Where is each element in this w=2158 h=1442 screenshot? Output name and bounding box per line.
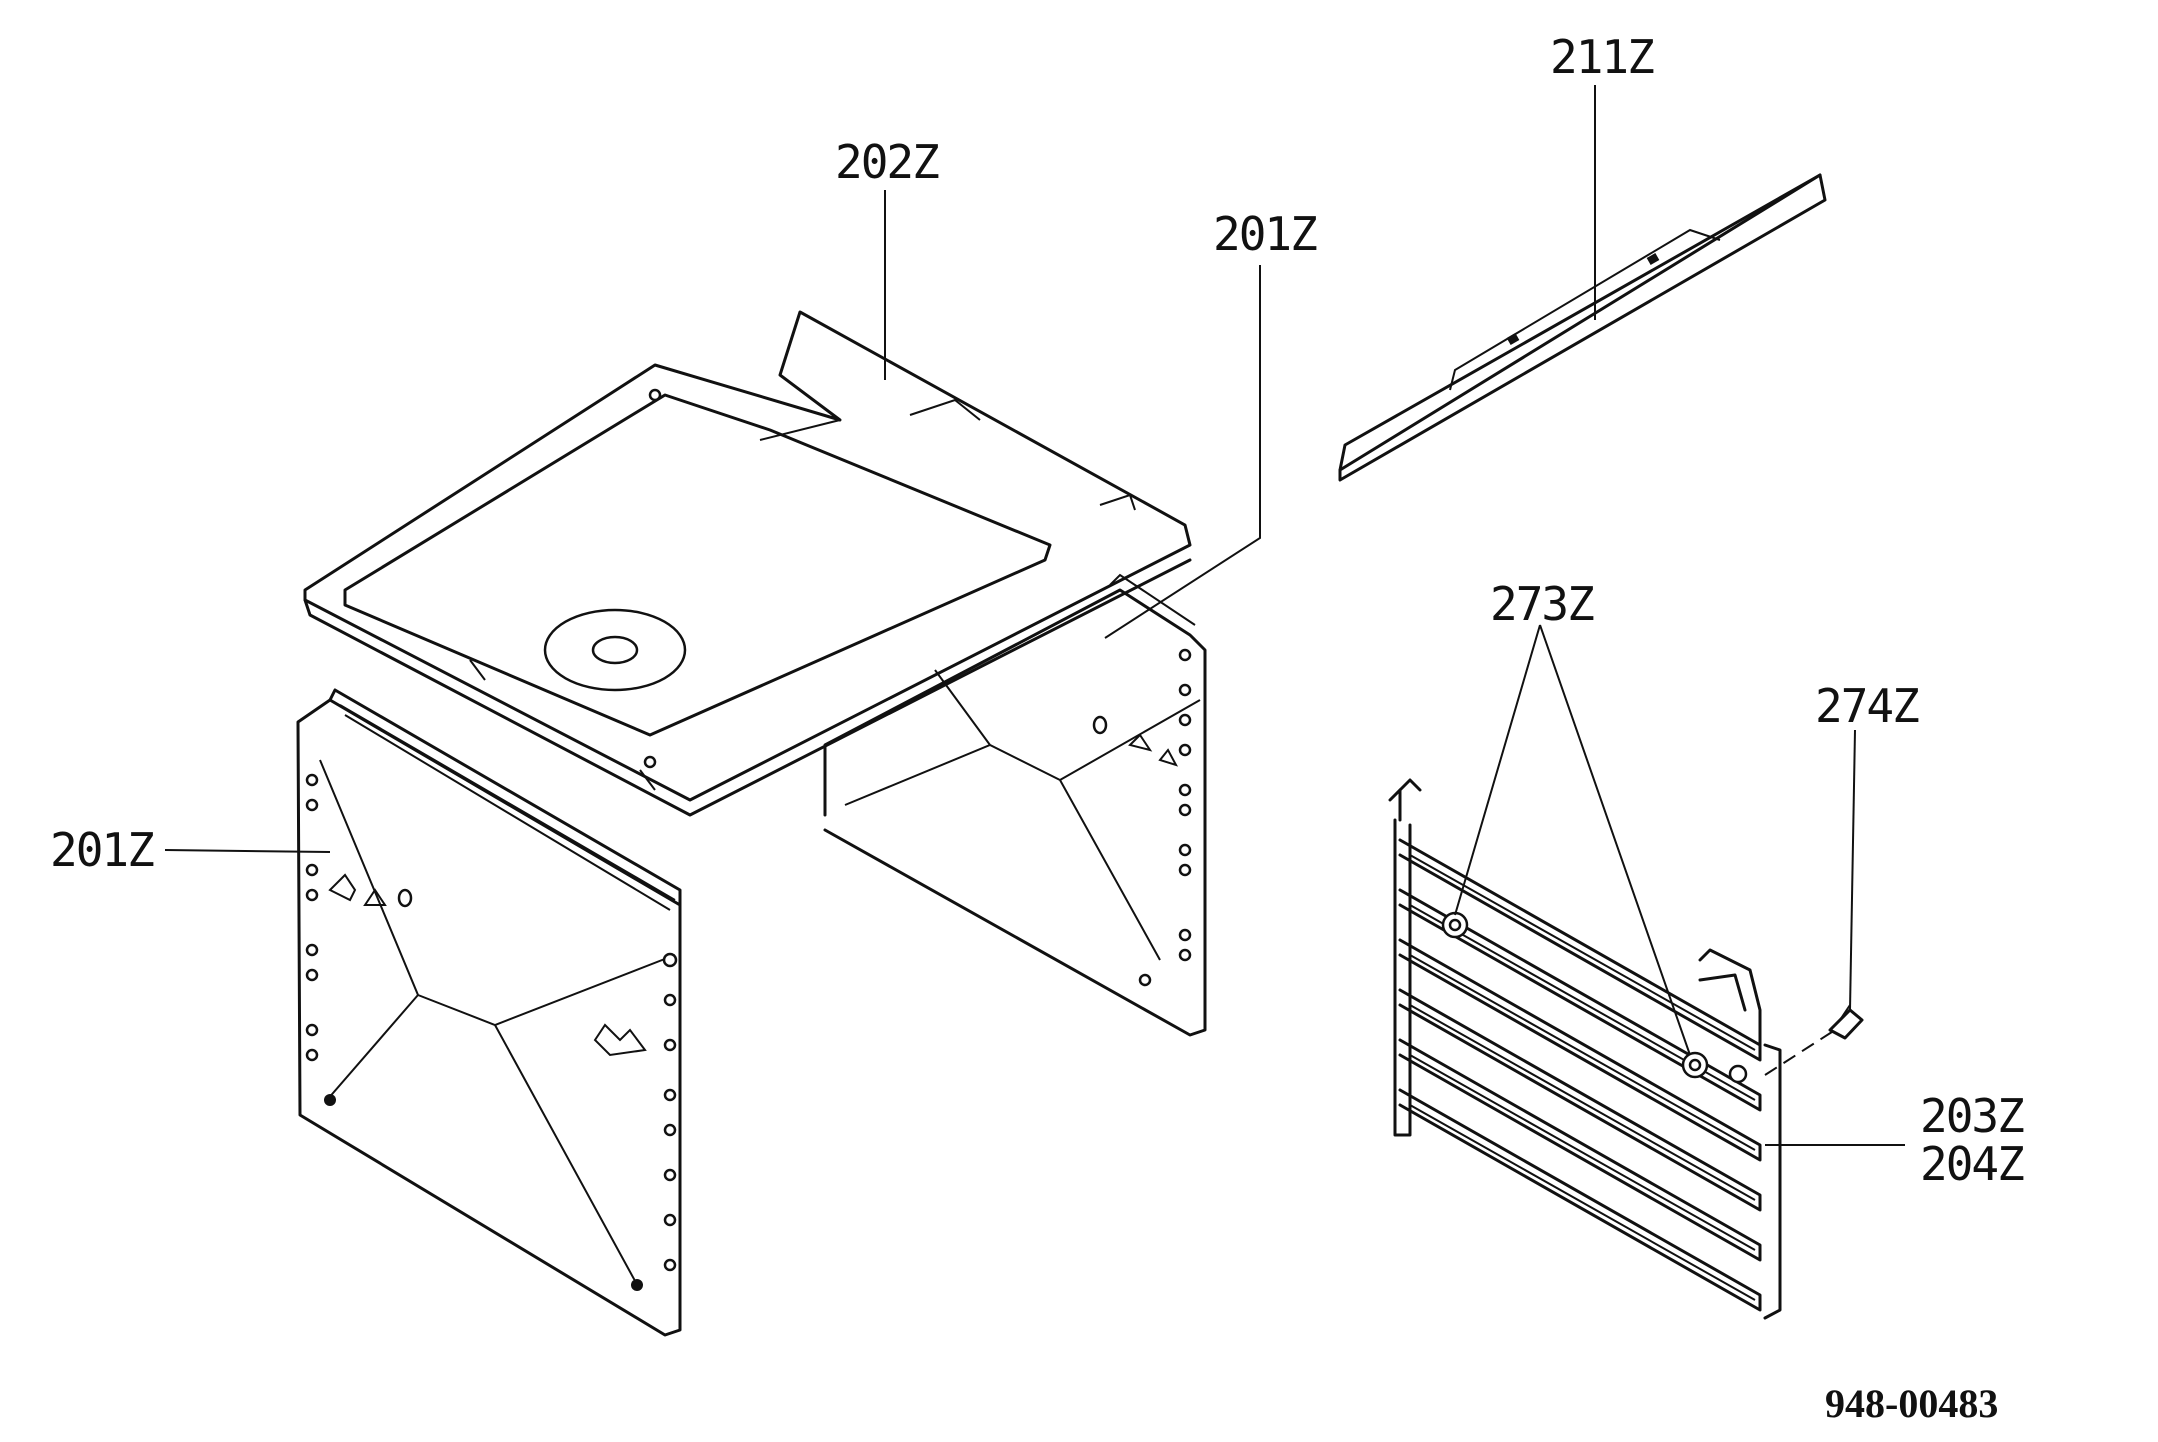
trim-strip-211z xyxy=(1338,173,1827,482)
label-273z: 273Z xyxy=(1490,577,1594,631)
label-201z-top: 201Z xyxy=(1213,207,1317,261)
part-labels: 202Z 201Z 211Z 201Z 273Z 274Z 203Z 204Z … xyxy=(50,30,2026,1426)
label-203z: 203Z xyxy=(1920,1089,2024,1143)
label-204z: 204Z xyxy=(1920,1137,2024,1191)
screw-274z xyxy=(1828,1004,1864,1040)
left-side-panel-201z xyxy=(296,688,682,1337)
drawing-number: 948-00483 xyxy=(1825,1381,1998,1426)
label-274z: 274Z xyxy=(1815,679,1919,733)
top-panel-202z xyxy=(303,310,1192,817)
label-201z-left: 201Z xyxy=(50,823,154,877)
label-202z: 202Z xyxy=(835,135,939,189)
leader-lines xyxy=(164,85,1905,1146)
heating-element-203z-204z xyxy=(1388,778,1782,1320)
rear-side-panel-201z xyxy=(823,573,1207,1037)
label-211z: 211Z xyxy=(1550,30,1654,84)
